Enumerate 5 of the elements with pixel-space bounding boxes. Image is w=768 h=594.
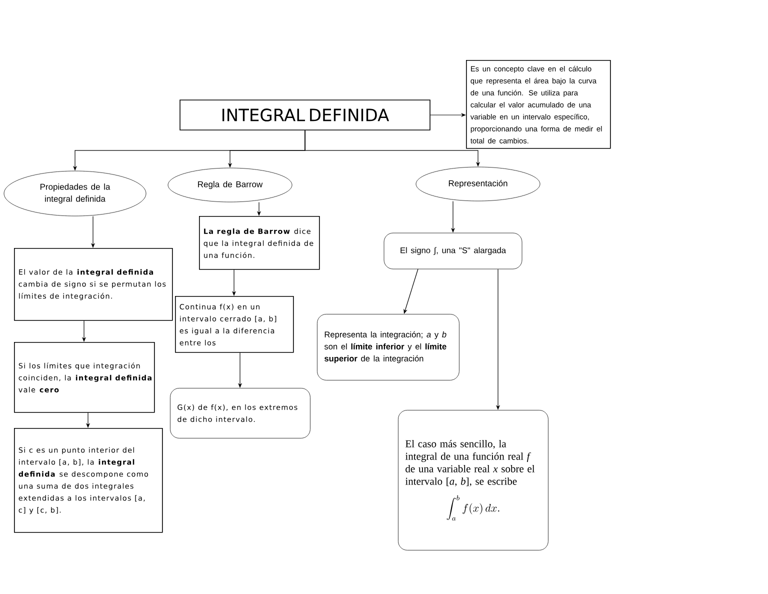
rounded-box: El signo ∫, una "S" alargada	[384, 232, 522, 270]
text-box: INTEGRAL DEFINIDA	[180, 100, 430, 130]
rounded-box: Representa la integración; a y b son el límite inferior y el límite superior de la integración	[317, 314, 460, 380]
arrow	[404, 268, 418, 314]
rounded-box: El caso más sencillo, la integral de una función real f de una variable real x sobre el intervalo [a, b], se escribe $\int_a^b f(x)\,dx.$	[398, 410, 548, 550]
